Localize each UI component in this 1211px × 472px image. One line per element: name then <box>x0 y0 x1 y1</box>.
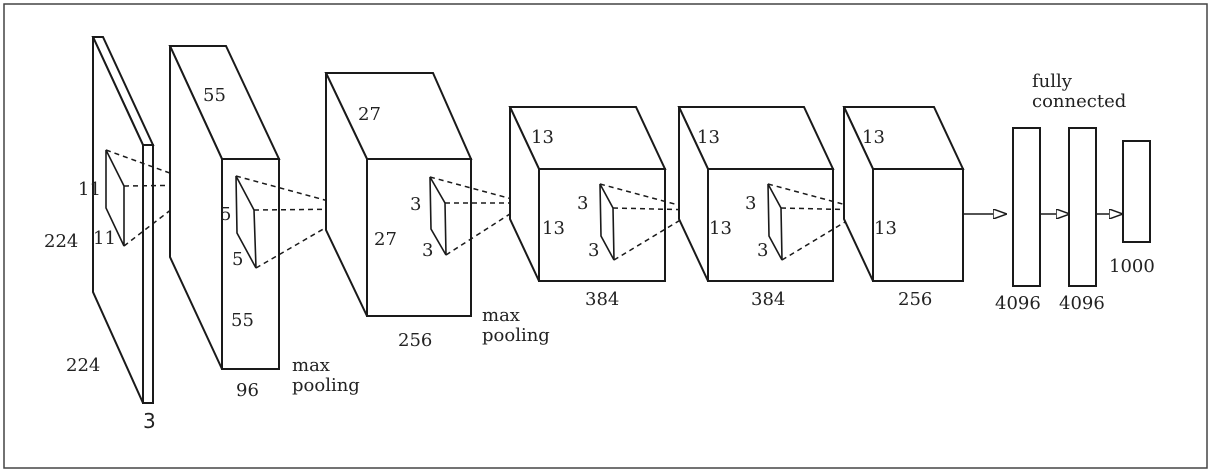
conv5-side-label: 13 <box>874 218 897 239</box>
fc-title-line1: fully <box>1032 71 1073 92</box>
conv4-kernel-h-label: 3 <box>745 193 756 214</box>
conv2-pool-line1: max <box>482 305 520 326</box>
conv5-top-label: 13 <box>862 127 885 148</box>
conv1-top-label: 55 <box>203 85 226 106</box>
conv4-layer <box>677 106 835 282</box>
conv5-layer <box>842 106 965 282</box>
conv4-side-label: 13 <box>709 218 732 239</box>
conv3-depth-label: 384 <box>585 289 619 310</box>
input-layer <box>91 36 155 404</box>
fc1-label: 4096 <box>995 293 1041 314</box>
conv2-kernel-h-label: 3 <box>410 194 421 215</box>
conv1-depth-label: 96 <box>236 380 259 401</box>
conv4-depth-label: 384 <box>751 289 785 310</box>
input-kernel-h-label: 11 <box>78 179 101 200</box>
input-kernel-w-label: 11 <box>93 228 116 249</box>
conv1-kernel-w-label: 5 <box>232 249 243 270</box>
conv2-kernel-w-label: 3 <box>422 240 433 261</box>
conv1-pool-line1: max <box>292 355 330 376</box>
conv5-depth-label: 256 <box>898 289 932 310</box>
conv1-layer <box>168 45 281 370</box>
conv3-top-label: 13 <box>531 127 554 148</box>
conv2-layer <box>324 72 473 317</box>
conv2-depth-label: 256 <box>398 330 432 351</box>
fc3-label: 1000 <box>1109 256 1155 277</box>
input-width-label: 224 <box>66 355 100 376</box>
kernel-projection-2 <box>235 175 359 269</box>
conv2-top-label: 27 <box>358 104 381 125</box>
fc-title: fully connected <box>1032 71 1126 112</box>
conv2-pool-line2: pooling <box>482 325 550 346</box>
fc3-layer <box>1122 140 1151 243</box>
conv1-kernel-h-label: 5 <box>220 204 231 225</box>
conv4-top-label: 13 <box>697 127 720 148</box>
input-height-label: 224 <box>44 231 78 252</box>
conv4-kernel-w-label: 3 <box>757 240 768 261</box>
fc1-layer <box>1012 127 1041 287</box>
fc2-layer <box>1068 127 1097 287</box>
conv2-pool-label: max pooling <box>482 305 550 346</box>
conv3-kernel-h-label: 3 <box>577 193 588 214</box>
conv3-side-label: 13 <box>542 218 565 239</box>
conv2-side-label: 27 <box>374 229 397 250</box>
conv1-pool-label: max pooling <box>292 355 360 396</box>
conv1-side-label: 55 <box>231 310 254 331</box>
figure-frame <box>3 3 1208 469</box>
input-depth-label: 3 <box>143 409 156 433</box>
conv1-pool-line2: pooling <box>292 375 360 396</box>
fc-title-line2: connected <box>1032 91 1126 112</box>
conv3-kernel-w-label: 3 <box>588 240 599 261</box>
fc2-label: 4096 <box>1059 293 1105 314</box>
